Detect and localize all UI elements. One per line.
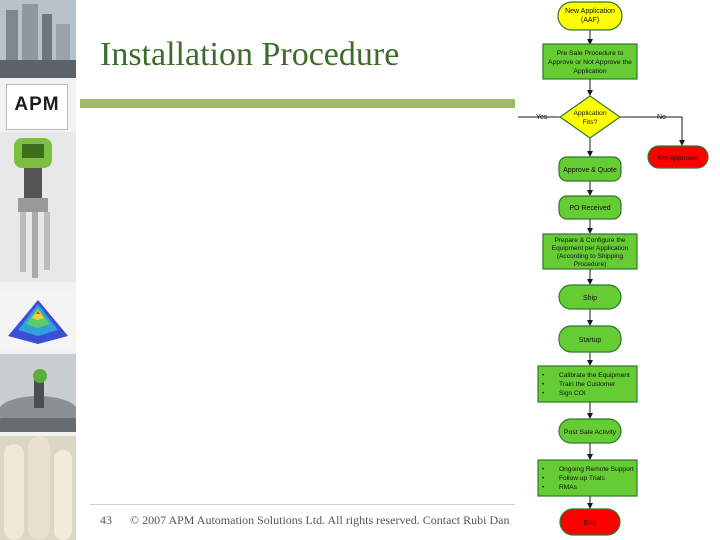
svg-text:Approve & Quote: Approve & Quote <box>563 167 617 174</box>
node-startup: Startup <box>558 325 622 353</box>
svg-text:Procedure): Procedure) <box>574 261 607 268</box>
node-prepare-configure: Prepare & Configure the Equipment per Ap… <box>542 233 638 270</box>
svg-text:PO Received: PO Received <box>569 205 610 212</box>
node-new-application: New Application (AAF) <box>557 1 623 31</box>
slide-title: Installation Procedure <box>100 36 400 73</box>
node-onsite-tasks: • • • Calibrate the Equipment Train the … <box>537 365 638 403</box>
footer-divider <box>90 504 515 505</box>
node-followup-tasks: • • • Ongoing Remote Support Follow up T… <box>537 459 638 497</box>
svg-text:•: • <box>542 372 545 379</box>
node-not-approved: Not Approved <box>647 145 709 169</box>
svg-text:•: • <box>542 484 545 491</box>
sidebar-image-strip: APM <box>0 0 76 540</box>
svg-text:•: • <box>542 381 545 388</box>
no-label: No <box>657 114 666 121</box>
node-post-sale-activity: Post Sale Activity <box>558 418 622 444</box>
3d-surface-map-image <box>0 292 76 348</box>
svg-text:Pre Sale Procedure to: Pre Sale Procedure to <box>557 50 624 57</box>
svg-text:Application: Application <box>573 110 606 117</box>
svg-text:Follow up Trials: Follow up Trials <box>559 475 606 482</box>
node-po-received: PO Received <box>558 195 622 220</box>
svg-text:Approve or Not Approve the: Approve or Not Approve the <box>548 59 632 66</box>
svg-text:Startup: Startup <box>579 337 602 344</box>
node-decision-application-fits: Application Fits? <box>558 95 622 139</box>
industrial-plant-photo <box>0 0 76 78</box>
yes-label: Yes <box>536 114 548 121</box>
svg-text:Post Sale Activity: Post Sale Activity <box>564 429 617 436</box>
svg-text:Sign COI: Sign COI <box>559 390 586 397</box>
svg-text:New Application: New Application <box>565 8 615 15</box>
svg-text:Calibrate the Equipment: Calibrate the Equipment <box>559 372 630 379</box>
node-ship: Ship <box>558 284 622 310</box>
installation-site-photo <box>0 354 76 432</box>
silos-photo <box>0 436 76 540</box>
svg-text:Prepare & Configure the: Prepare & Configure the <box>554 237 625 244</box>
copyright-notice: © 2007 APM Automation Solutions Ltd. All… <box>130 513 510 527</box>
apm-logo: APM <box>6 84 68 130</box>
level-sensor-photo <box>0 132 76 282</box>
svg-text:Equipment per Application: Equipment per Application <box>552 245 629 252</box>
page-number: 43 <box>100 513 112 527</box>
svg-text:(AAF): (AAF) <box>581 17 599 24</box>
svg-text:•: • <box>542 475 545 482</box>
svg-text:Ongoing Remote Support: Ongoing Remote Support <box>559 466 634 473</box>
svg-text:Fits?: Fits? <box>583 119 598 126</box>
svg-text:RMAs: RMAs <box>559 484 578 491</box>
svg-text:Not Approved: Not Approved <box>657 155 698 162</box>
svg-text:Application: Application <box>573 68 606 75</box>
svg-text:•: • <box>542 390 545 397</box>
svg-text:(According to Shipping: (According to Shipping <box>557 253 624 260</box>
node-approve-quote: Approve & Quote <box>558 156 622 182</box>
svg-text:•: • <box>542 466 545 473</box>
svg-text:End: End <box>584 520 597 527</box>
title-accent-bar <box>80 99 515 108</box>
svg-text:Ship: Ship <box>583 295 597 302</box>
node-end: End <box>559 508 621 536</box>
node-pre-sale-procedure: Pre Sale Procedure to Approve or Not App… <box>542 43 638 80</box>
svg-text:Train the Customer: Train the Customer <box>559 381 616 388</box>
